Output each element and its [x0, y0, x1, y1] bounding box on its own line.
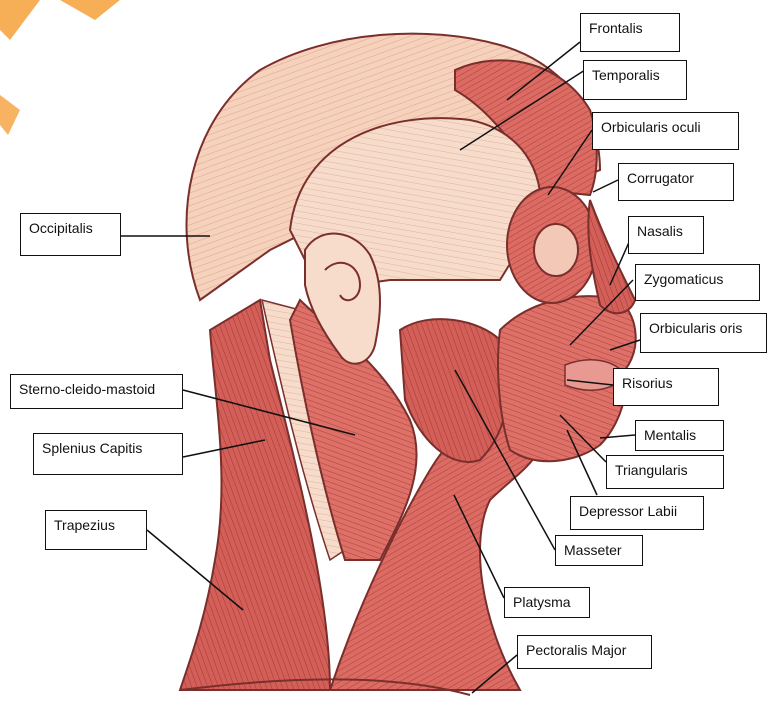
- label-nasalis: Nasalis: [628, 216, 704, 254]
- label-mentalis: Mentalis: [635, 420, 724, 451]
- eye: [534, 224, 578, 276]
- label-orbicularis-oculi: Orbicularis oculi: [592, 112, 739, 150]
- label-corrugator: Corrugator: [618, 163, 734, 201]
- label-triangularis: Triangularis: [606, 455, 724, 489]
- label-sterno-cleido-mastoid: Sterno-cleido-mastoid: [10, 374, 183, 409]
- label-zygomaticus: Zygomaticus: [635, 264, 760, 301]
- label-risorius: Risorius: [613, 368, 719, 406]
- label-splenius-capitis: Splenius Capitis: [33, 433, 183, 475]
- label-trapezius: Trapezius: [45, 510, 147, 550]
- label-platysma: Platysma: [504, 587, 590, 618]
- label-occipitalis: Occipitalis: [20, 213, 121, 256]
- logo-fragment: [0, 0, 120, 135]
- label-frontalis: Frontalis: [580, 13, 680, 52]
- label-masseter: Masseter: [555, 535, 643, 566]
- label-orbicularis-oris: Orbicularis oris: [640, 313, 767, 353]
- label-pectoralis-major: Pectoralis Major: [517, 635, 652, 669]
- label-temporalis: Temporalis: [583, 60, 687, 100]
- label-depressor-labii: Depressor Labii: [570, 496, 704, 530]
